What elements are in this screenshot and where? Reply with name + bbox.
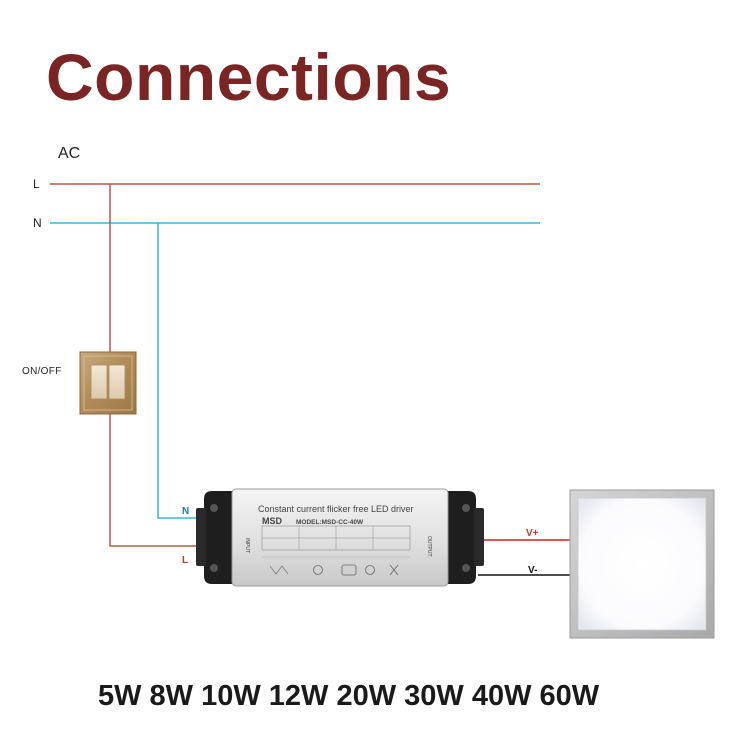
ac-label: AC	[58, 145, 81, 162]
wattage-options: 5W 8W 10W 12W 20W 30W 40W 60W	[98, 680, 600, 712]
switch-label: ON/OFF	[22, 366, 62, 377]
page-title: Connections	[46, 40, 452, 114]
driver-l-terminal-label: L	[182, 555, 189, 566]
live-line-label: L	[33, 177, 40, 191]
driver-heading: Constant current flicker free LED driver	[258, 504, 414, 514]
driver-brand: MSD	[262, 516, 283, 526]
driver-model: MODEL:MSD-CC-40W	[296, 519, 364, 526]
led-panel-icon	[569, 489, 715, 639]
live-wire-to-driver	[109, 184, 205, 547]
positive-output-label: V+	[526, 528, 539, 539]
driver-n-terminal-label: N	[182, 506, 190, 517]
neutral-wire-to-driver	[157, 223, 205, 519]
driver-input-tag: INPUT	[244, 538, 250, 553]
negative-output-label: V-	[528, 565, 538, 576]
led-driver-icon	[196, 488, 484, 587]
neutral-line-label: N	[33, 216, 42, 230]
driver-output-tag: OUTPUT	[426, 536, 432, 557]
wall-switch-icon	[79, 351, 137, 415]
